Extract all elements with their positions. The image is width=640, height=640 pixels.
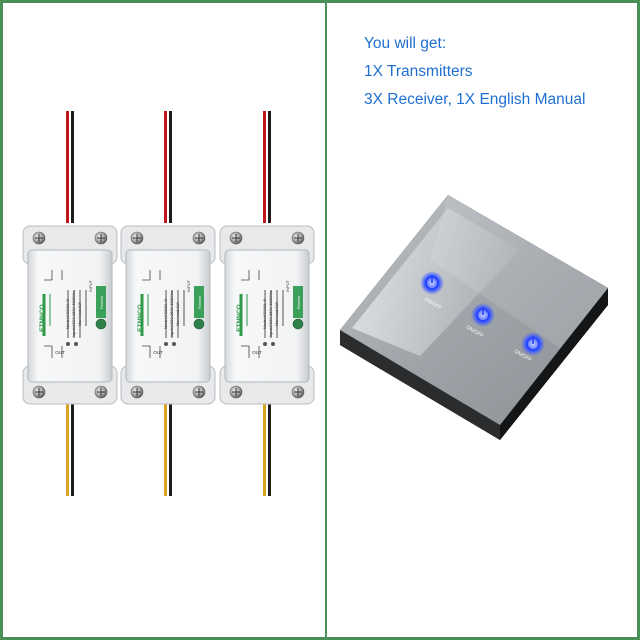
receiver-learn-label: Receiver (297, 294, 301, 308)
receiver-output-label: OUT (153, 350, 163, 355)
receiver-brand-text: ETNNCO (39, 304, 46, 331)
receiver-input-label: INPUT (186, 279, 191, 292)
receiver-load-text: Max load:10A (274, 301, 279, 326)
receiver-unit-3: ETNNCO Model:KS220L-D Input:AC90-250V 50… (218, 109, 316, 498)
receiver-rating-text: Input:AC90-250V 50/60Hz (71, 291, 76, 338)
caption-heading: You will get: (364, 35, 447, 52)
receiver-learn-label: Receiver (198, 294, 202, 308)
receiver-input-label: INPUT (88, 279, 93, 292)
caption-transmitters: 1X Transmitters (364, 63, 473, 80)
receiver-brand-text: ETNNCO (137, 304, 144, 331)
receiver-output-label: OUT (55, 350, 65, 355)
package-contents-caption: You will get: 1X Transmitters 3X Receive… (364, 30, 585, 114)
caption-receivers: 3X Receiver, 1X English Manual (364, 91, 586, 108)
receiver-output-label: OUT (252, 350, 262, 355)
receiver-unit-1: ETNNCO Model:KS220L-D Input:AC90-250V 50… (21, 109, 119, 498)
receiver-unit-2: ETNNCO Model:KS220L-D Input:AC90-250V 50… (119, 109, 217, 498)
receiver-learn-label: Receiver (100, 294, 104, 308)
panel-divider (325, 3, 327, 637)
receiver-input-label: INPUT (285, 279, 290, 292)
receiver-model-text: Model:KS220L-D (262, 299, 267, 330)
receiver-model-text: Model:KS220L-D (65, 299, 70, 330)
receiver-load-text: Max load:10A (77, 301, 82, 326)
receiver-rating-text: Input:AC90-250V 50/60Hz (268, 291, 273, 338)
receiver-rating-text: Input:AC90-250V 50/60Hz (169, 291, 174, 338)
receiver-brand-text: ETNNCO (236, 304, 243, 331)
receiver-load-text: Max load:10A (175, 301, 180, 326)
receiver-model-text: Model:KS220L-D (163, 299, 168, 330)
touch-panel-transmitter: ON/OFF ON/OFF ON/OFF (340, 195, 608, 440)
